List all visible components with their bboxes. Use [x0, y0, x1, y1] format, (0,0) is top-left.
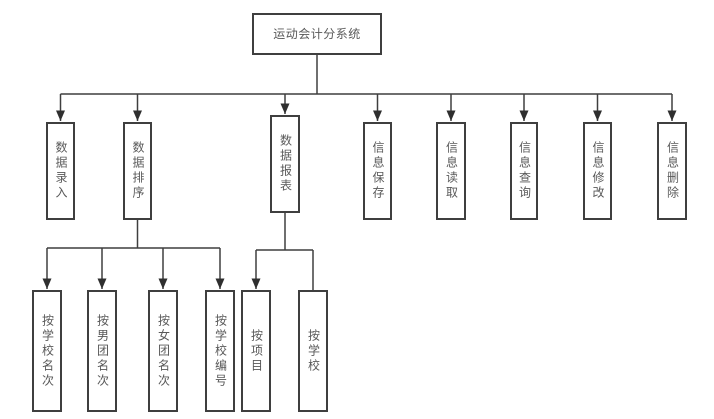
node-by-school: 按学校 — [298, 290, 328, 412]
node-info-save: 信息保存 — [363, 122, 392, 220]
node-by-school-number: 按学校编号 — [205, 290, 235, 412]
node-info-read: 信息读取 — [436, 122, 466, 220]
node-info-query: 信息查询 — [510, 122, 538, 220]
sort-bus — [42, 220, 225, 289]
node-info-modify: 信息修改 — [583, 122, 612, 220]
node-info-delete: 信息删除 — [657, 122, 687, 220]
node-root: 运动会计分系统 — [252, 13, 382, 55]
node-data-sort: 数据排序 — [123, 122, 152, 220]
node-by-school-rank: 按学校名次 — [32, 290, 62, 412]
node-by-event: 按项目 — [241, 290, 271, 412]
report-bus — [251, 213, 314, 290]
node-data-report: 数据报表 — [270, 115, 300, 213]
node-by-mens-team-rank: 按男团名次 — [87, 290, 117, 412]
node-by-womens-team-rank: 按女团名次 — [148, 290, 178, 412]
root-bus — [56, 55, 677, 121]
node-data-entry: 数据录入 — [46, 122, 75, 220]
